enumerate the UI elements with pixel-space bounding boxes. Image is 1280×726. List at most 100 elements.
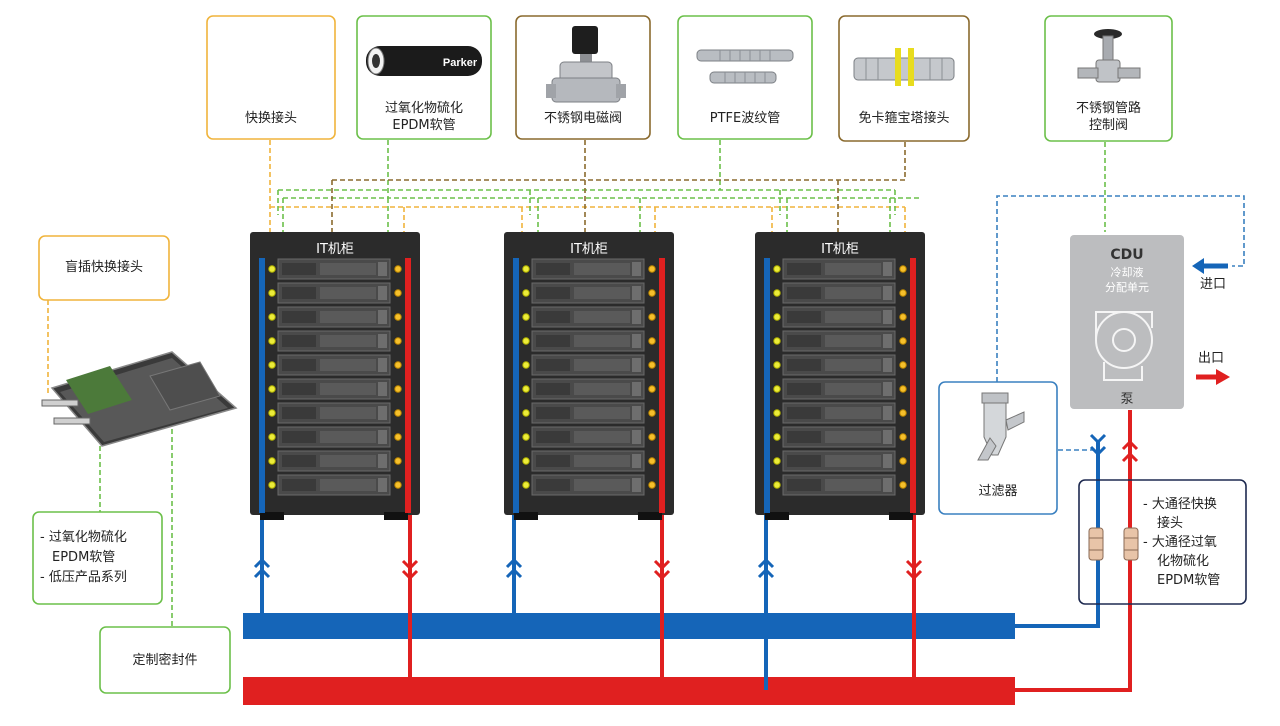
flow-chevron-up — [757, 567, 775, 579]
server-vent — [320, 407, 376, 419]
fitting-dot-green — [773, 361, 781, 369]
fitting-dot-orange — [899, 265, 907, 273]
outlet-label: 出口 — [1197, 351, 1224, 366]
server-handle — [883, 406, 892, 420]
server-panel — [787, 407, 821, 419]
supply-manifold-pipe — [243, 613, 1015, 639]
fitting-dot-orange — [394, 409, 402, 417]
server-handle — [632, 358, 641, 372]
server-panel — [787, 431, 821, 443]
cdu-subtitle-line1: 冷却液 — [1110, 266, 1144, 279]
fitting-dot-green — [773, 385, 781, 393]
server-vent — [320, 479, 376, 491]
it-rack — [504, 232, 674, 520]
parker-hose-image: Parker — [366, 46, 482, 76]
control-valve-image — [1077, 29, 1141, 83]
server-panel — [282, 335, 316, 347]
fitting-dot-orange — [648, 337, 656, 345]
fitting-dot-green — [268, 337, 276, 345]
server-handle — [378, 406, 387, 420]
server-panel — [787, 287, 821, 299]
server-panel — [282, 407, 316, 419]
server-handle — [883, 478, 892, 492]
rack-foot — [638, 512, 662, 520]
left-note-item: - 低压产品系列 — [40, 570, 127, 585]
fitting-dot-green — [522, 265, 530, 273]
flow-chevrons — [253, 433, 1139, 581]
custom-seal-label: 定制密封件 — [132, 653, 198, 668]
server-panel — [536, 431, 570, 443]
server-vent — [825, 479, 881, 491]
return-manifold-pipe — [243, 677, 1015, 705]
server-handle — [883, 334, 892, 348]
fitting-dot-green — [522, 457, 530, 465]
flow-chevron-up — [505, 567, 523, 579]
server-handle — [883, 358, 892, 372]
flow-chevron-down — [653, 559, 671, 571]
server-panel — [536, 287, 570, 299]
server-panel — [536, 359, 570, 371]
right-note-item: - 大通径过氧 — [1143, 535, 1217, 550]
server-handle — [378, 262, 387, 276]
rack-return-line — [659, 258, 665, 513]
fitting-dot-green — [268, 385, 276, 393]
racks — [250, 232, 925, 520]
server-vent — [574, 311, 630, 323]
server-handle — [883, 430, 892, 444]
server-vent — [320, 359, 376, 371]
server-handle — [632, 262, 641, 276]
fitting-dot-green — [773, 337, 781, 345]
server-vent — [825, 287, 881, 299]
component-images: Parker — [41, 26, 1141, 461]
fitting-dot-orange — [648, 313, 656, 321]
server-vent — [825, 431, 881, 443]
right-note-item: 化物硫化 — [1157, 554, 1210, 569]
fitting-dot-green — [268, 313, 276, 321]
control-valve-label: 不锈钢管路 控制阀 — [1045, 100, 1172, 134]
server-vent — [320, 431, 376, 443]
fitting-dot-orange — [394, 361, 402, 369]
fitting-dot-orange — [648, 361, 656, 369]
ptfe-hose-image — [696, 49, 794, 84]
fitting-dot-orange — [899, 337, 907, 345]
rack-foot — [384, 512, 408, 520]
cdu-subtitle: 冷却液 分配单元 — [1070, 265, 1184, 295]
server-vent — [574, 335, 630, 347]
inlet-label: 进口 — [1199, 277, 1226, 292]
server-vent — [574, 431, 630, 443]
server-vent — [825, 359, 881, 371]
fitting-dot-green — [268, 361, 276, 369]
flow-chevron-up — [1121, 439, 1139, 451]
server-handle — [883, 310, 892, 324]
server-handle — [378, 478, 387, 492]
flow-chevron-down — [653, 569, 671, 581]
rack-return-line — [405, 258, 411, 513]
flow-chevron-up — [505, 557, 523, 569]
fitting-dot-orange — [899, 433, 907, 441]
fitting-dot-orange — [899, 457, 907, 465]
hose-label-line1: 过氧化物硫化 — [384, 101, 463, 116]
server-handle — [883, 454, 892, 468]
fitting-dot-orange — [899, 361, 907, 369]
left-note: - 过氧化物硫化 EPDM软管 - 低压产品系列 — [40, 528, 162, 588]
fitting-dot-green — [522, 313, 530, 321]
server-vent — [574, 359, 630, 371]
server-handle — [883, 382, 892, 396]
rack-title: IT机柜 — [821, 242, 859, 257]
cdu-title: CDU — [1110, 247, 1144, 263]
solenoid-valve-image — [546, 26, 626, 103]
server-panel — [787, 455, 821, 467]
rack-supply-line — [513, 258, 519, 513]
fitting-dot-orange — [899, 313, 907, 321]
server-panel — [787, 383, 821, 395]
rack-supply-line — [259, 258, 265, 513]
server-handle — [883, 262, 892, 276]
fitting-dot-green — [773, 433, 781, 441]
filter-label: 过滤器 — [978, 484, 1018, 499]
server-panel — [282, 287, 316, 299]
fitting-dot-green — [522, 337, 530, 345]
server-vent — [825, 407, 881, 419]
server-panel — [282, 263, 316, 275]
